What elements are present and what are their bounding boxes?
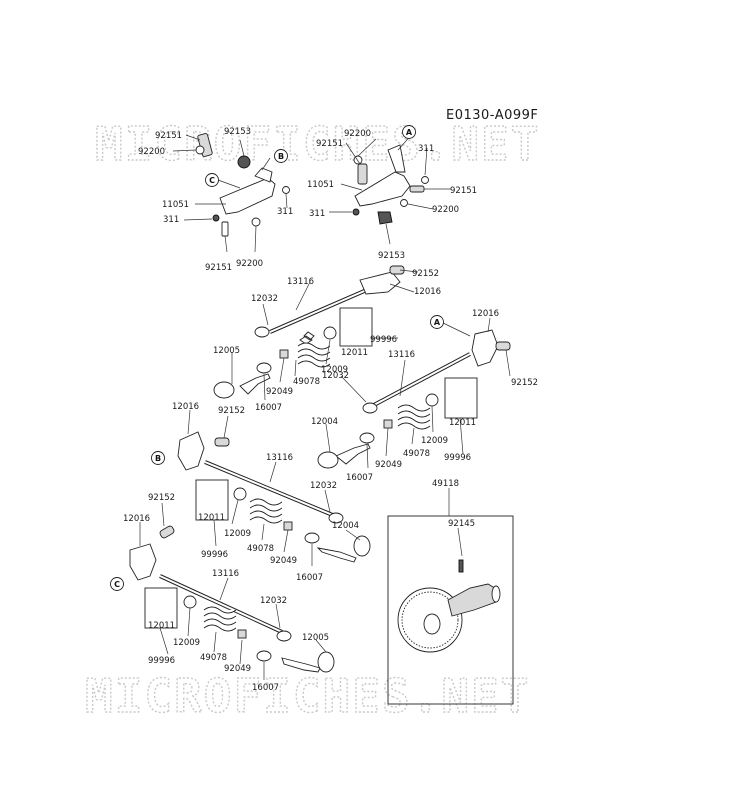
part-label-12009: 12009 xyxy=(224,529,251,539)
part-label-92200: 92200 xyxy=(344,129,371,139)
part-label-12032: 12032 xyxy=(310,481,337,491)
part-label-99996: 99996 xyxy=(370,335,397,345)
part-label-92153: 92153 xyxy=(224,127,251,137)
callout-letter: B xyxy=(155,454,161,463)
part-label-12009: 12009 xyxy=(321,365,348,375)
part-label-92151: 92151 xyxy=(316,139,343,149)
part-label-311: 311 xyxy=(163,215,179,225)
part-label-92200: 92200 xyxy=(236,259,263,269)
callout-b: B xyxy=(151,451,165,465)
callout-b: B xyxy=(274,149,288,163)
part-label-12004: 12004 xyxy=(332,521,359,531)
part-label-92049: 92049 xyxy=(375,460,402,470)
part-label-11051: 11051 xyxy=(307,180,334,190)
part-label-99996: 99996 xyxy=(148,656,175,666)
part-label-12005: 12005 xyxy=(213,346,240,356)
part-label-16007: 16007 xyxy=(296,573,323,583)
callout-circle xyxy=(110,577,124,591)
valve-set-lower-left xyxy=(129,525,335,673)
part-label-12016: 12016 xyxy=(414,287,441,297)
part-label-13116: 13116 xyxy=(212,569,239,579)
part-label-12011: 12011 xyxy=(341,348,368,358)
part-label-11051: 11051 xyxy=(162,200,189,210)
part-label-311: 311 xyxy=(418,144,434,154)
callout-letter: A xyxy=(406,128,413,137)
part-label-13116: 13116 xyxy=(287,277,314,287)
callout-layer: A B C A B C xyxy=(110,125,444,591)
part-label-12011: 12011 xyxy=(148,621,175,631)
part-label-12011: 12011 xyxy=(449,418,476,428)
part-label-16007: 16007 xyxy=(252,683,279,693)
part-label-92049: 92049 xyxy=(266,387,293,397)
part-label-49118: 49118 xyxy=(432,479,459,489)
part-label-49078: 49078 xyxy=(403,449,430,459)
part-label-12016: 12016 xyxy=(172,402,199,412)
part-label-92152: 92152 xyxy=(412,269,439,279)
part-label-12032: 12032 xyxy=(322,371,349,381)
leader-lines-right xyxy=(329,131,451,245)
callout-circle xyxy=(402,125,416,139)
part-label-99996: 99996 xyxy=(201,550,228,560)
callout-letter: C xyxy=(209,176,215,185)
part-label-13116: 13116 xyxy=(388,350,415,360)
callout-c: C xyxy=(205,173,219,187)
part-label-12032: 12032 xyxy=(260,596,287,606)
leader-lines-left-mid xyxy=(187,409,361,566)
part-label-92151: 92151 xyxy=(155,131,182,141)
part-label-12004: 12004 xyxy=(311,417,338,427)
camshaft-assembly xyxy=(387,515,514,705)
part-label-92200: 92200 xyxy=(432,205,459,215)
part-label-92153: 92153 xyxy=(378,251,405,261)
part-label-92200: 92200 xyxy=(138,147,165,157)
callout-circle xyxy=(274,149,288,163)
part-label-92151: 92151 xyxy=(205,263,232,273)
watermark-bottom: MICROFICHES.NET xyxy=(85,669,530,723)
leader-lines-left xyxy=(172,134,288,253)
callout-circle xyxy=(151,451,165,465)
callout-letter: A xyxy=(434,318,441,327)
leader-lines-lower-left xyxy=(139,502,327,680)
part-label-92049: 92049 xyxy=(270,556,297,566)
part-label-12009: 12009 xyxy=(421,436,448,446)
part-label-12005: 12005 xyxy=(302,633,329,643)
part-label-12009: 12009 xyxy=(173,638,200,648)
part-label-12032: 12032 xyxy=(251,294,278,304)
part-label-12016: 12016 xyxy=(472,309,499,319)
part-label-99996: 99996 xyxy=(444,453,471,463)
watermark-top: MICROFICHES.NET xyxy=(95,117,540,171)
part-label-92145: 92145 xyxy=(448,519,475,529)
part-label-12011: 12011 xyxy=(198,513,225,523)
diagram-code: E0130-A099F xyxy=(446,108,538,123)
part-label-16007: 16007 xyxy=(255,403,282,413)
callout-letter: B xyxy=(278,152,284,161)
valve-set-upper xyxy=(213,265,405,399)
callout-a: A xyxy=(430,315,444,329)
part-label-92151: 92151 xyxy=(450,186,477,196)
callout-circle xyxy=(205,173,219,187)
leader-lines-right-mid xyxy=(325,317,511,469)
callout-letter: C xyxy=(114,580,120,589)
part-label-92152: 92152 xyxy=(218,406,245,416)
leader-lines-upper xyxy=(231,269,419,401)
callout-a: A xyxy=(402,125,416,139)
callout-circle xyxy=(430,315,444,329)
valve-set-right xyxy=(317,329,511,469)
part-label-13116: 13116 xyxy=(266,453,293,463)
lever-assembly-left xyxy=(195,133,290,237)
part-label-16007: 16007 xyxy=(346,473,373,483)
part-label-92152: 92152 xyxy=(511,378,538,388)
part-label-49078: 49078 xyxy=(200,653,227,663)
part-label-12016: 12016 xyxy=(123,514,150,524)
part-label-92049: 92049 xyxy=(224,664,251,674)
valve-set-left-mid xyxy=(177,431,371,563)
callout-c: C xyxy=(110,577,124,591)
part-label-311: 311 xyxy=(277,207,293,217)
part-label-311: 311 xyxy=(309,209,325,219)
part-label-92152: 92152 xyxy=(148,493,175,503)
part-label-49078: 49078 xyxy=(293,377,320,387)
part-label-49078: 49078 xyxy=(247,544,274,554)
